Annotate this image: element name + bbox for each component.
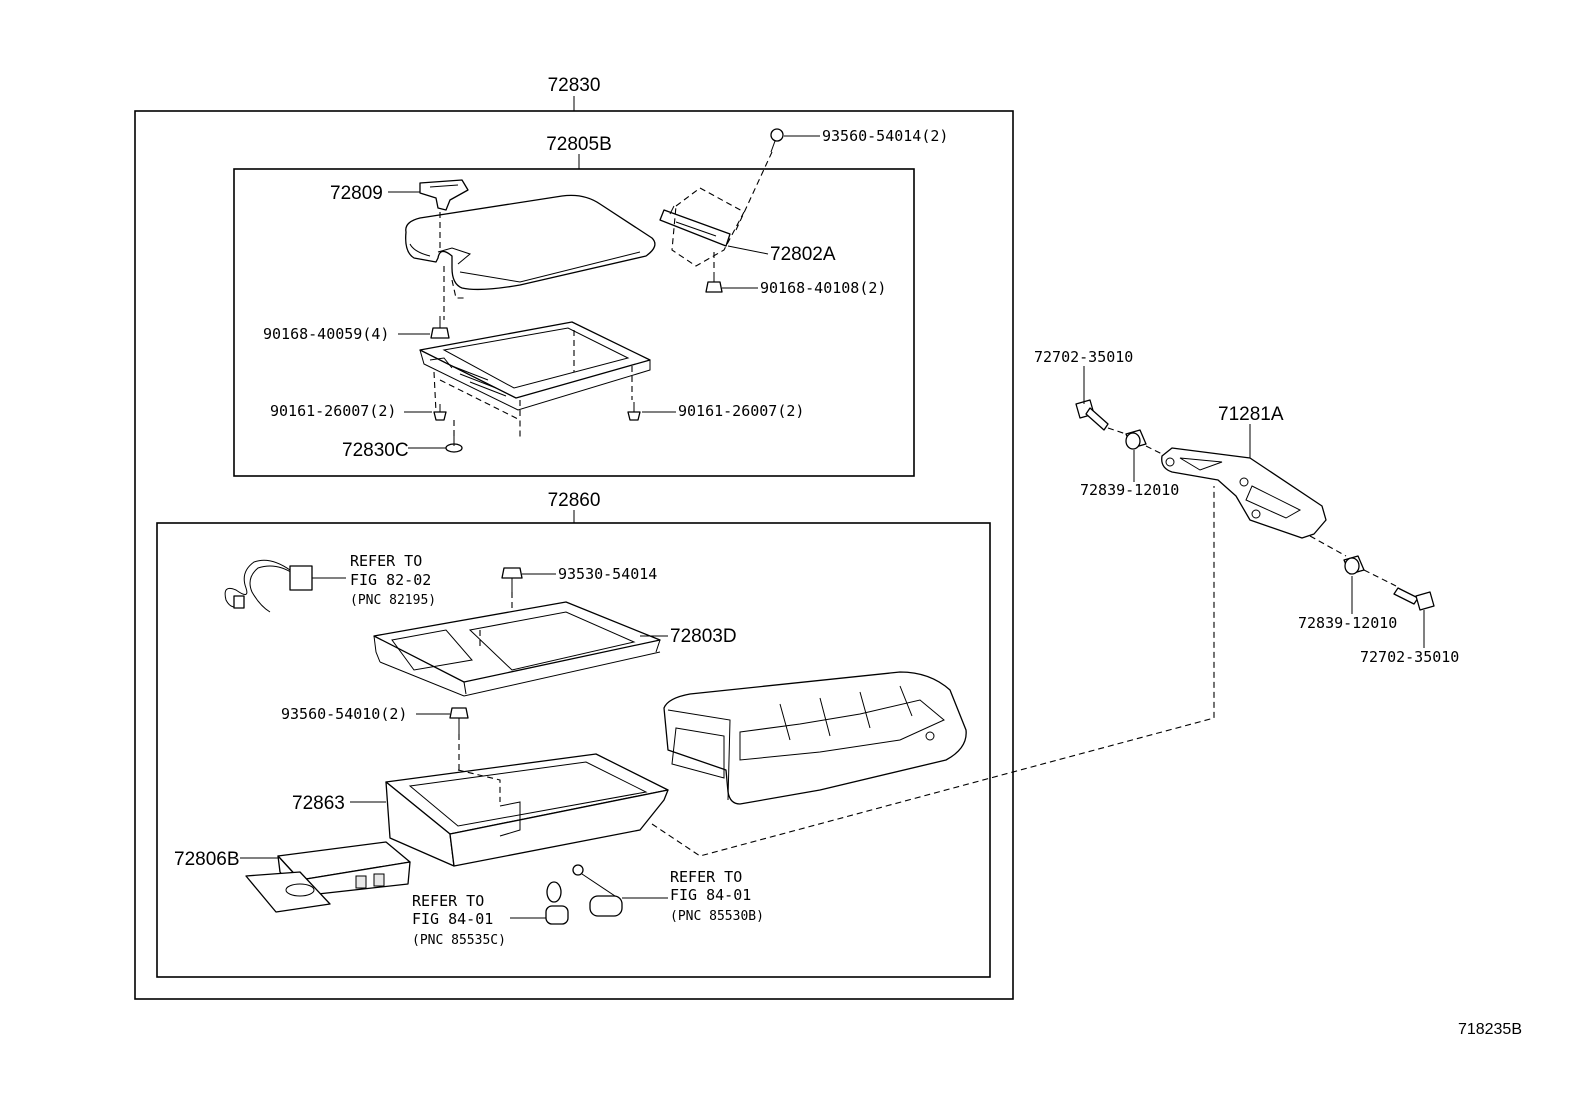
- clip-icon: [445, 436, 463, 453]
- part-72839-top: 72839-12010: [1080, 481, 1179, 499]
- console-box-label: 72830: [548, 75, 601, 96]
- part-72702-bottom: 72702-35010: [1360, 648, 1459, 666]
- socket-part: [572, 864, 623, 917]
- part-93560-54014: 93560-54014(2): [822, 127, 948, 145]
- part-72809: 72809: [330, 183, 383, 204]
- ref-wire-line1: REFER TO: [350, 552, 422, 570]
- part-72863: 72863: [292, 793, 345, 814]
- bolt-icon: [430, 316, 450, 339]
- part-93560-54010: 93560-54010(2): [281, 705, 407, 723]
- illustration-id: 718235B: [1458, 1021, 1522, 1038]
- latch-knob-part: [419, 179, 469, 211]
- ref-socket-left-line2: FIG 84-01: [412, 910, 493, 928]
- bolt-icon: [1393, 587, 1435, 611]
- bolt-icon: [1075, 399, 1109, 431]
- door-sub-frame: [233, 168, 915, 477]
- part-72806B: 72806B: [174, 849, 240, 870]
- ref-wire-line2: FIG 82-02: [350, 571, 431, 589]
- part-72830C: 72830C: [342, 440, 409, 461]
- bolt-icon: [705, 272, 723, 293]
- screw-icon: [449, 707, 469, 734]
- ref-socket-right-line1: REFER TO: [670, 868, 742, 886]
- ref-socket-right-line3: (PNC 85530B): [670, 909, 764, 924]
- door-sub-label: 72805B: [546, 134, 612, 155]
- screw-icon: [627, 402, 641, 421]
- socket-part: [545, 881, 569, 925]
- part-90168-40059: 90168-40059(4): [263, 325, 389, 343]
- part-71281A: 71281A: [1218, 404, 1284, 425]
- part-90161-right: 90161-26007(2): [678, 402, 804, 420]
- ref-socket-left-line3: (PNC 85535C): [412, 933, 506, 948]
- collar-icon: [1125, 429, 1147, 450]
- screw-icon: [433, 404, 447, 421]
- wire-harness-part: [224, 559, 313, 613]
- inner-tray-part: [419, 321, 651, 411]
- bracket-part: [1161, 447, 1327, 539]
- ref-wire-line3: (PNC 82195): [350, 593, 436, 608]
- console-body-label: 72860: [548, 490, 601, 511]
- part-72803D: 72803D: [670, 626, 737, 647]
- ref-socket-left-line1: REFER TO: [412, 892, 484, 910]
- console-box-body-part: [385, 753, 669, 867]
- console-door-lid: [405, 194, 656, 291]
- ref-socket-right-line2: FIG 84-01: [670, 886, 751, 904]
- part-93530-54014: 93530-54014: [558, 565, 657, 583]
- part-90161-left: 90161-26007(2): [270, 402, 396, 420]
- upper-panel-part: [373, 601, 661, 697]
- part-72702-top: 72702-35010: [1034, 348, 1133, 366]
- part-90168-40108: 90168-40108(2): [760, 279, 886, 297]
- ashtray-part: [245, 841, 411, 913]
- console-outer-body: [663, 671, 967, 805]
- part-72839-bottom: 72839-12010: [1298, 614, 1397, 632]
- collar-icon: [1343, 555, 1365, 575]
- screw-icon: [770, 128, 784, 153]
- part-72802A: 72802A: [770, 244, 836, 265]
- screw-icon: [501, 567, 523, 592]
- hinge-part: [659, 205, 731, 247]
